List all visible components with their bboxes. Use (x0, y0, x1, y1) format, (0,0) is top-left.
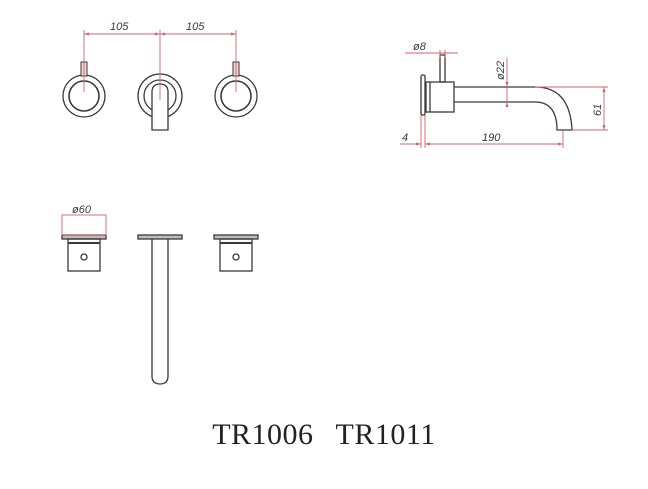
front-view-dimensions (83, 30, 237, 100)
plan-view-dimensions (61, 214, 107, 236)
dim-flange-diameter: ø60 (72, 204, 92, 216)
spout-plan (137, 234, 183, 385)
dim-spout-projection: 190 (482, 132, 501, 144)
left-handle-plan (61, 234, 107, 272)
right-handle-plan (213, 234, 259, 272)
model-number: TR1006 (212, 418, 314, 451)
dim-left-spacing: 105 (110, 21, 129, 33)
model-numbers: TR1006 TR1011 (0, 418, 648, 452)
dim-spout-drop: 61 (592, 104, 604, 116)
dim-handle-diameter: ø8 (413, 41, 427, 53)
dim-right-spacing: 105 (186, 21, 205, 33)
plan-view (61, 234, 259, 385)
dim-plate-thickness: 4 (402, 132, 408, 144)
wall-plate (420, 74, 426, 116)
model-number: TR1011 (335, 418, 436, 451)
spout-side (454, 86, 573, 131)
handle-stem (439, 54, 446, 83)
dim-spout-diameter: ø22 (495, 61, 507, 80)
side-view-dimensions (400, 50, 608, 148)
